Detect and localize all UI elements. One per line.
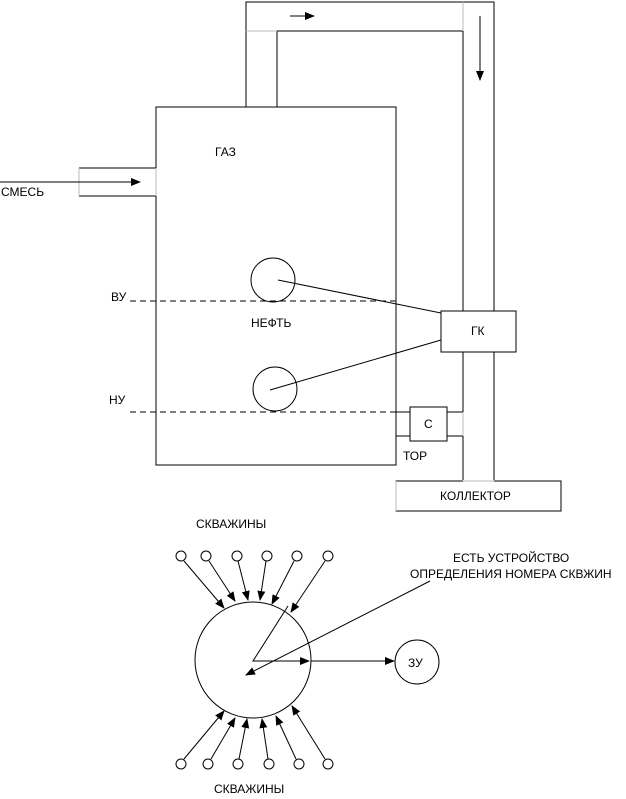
well-node [232,758,244,770]
zu-label: ЗУ [408,656,423,670]
well-node [175,758,187,770]
well-node [175,550,187,562]
well-node [261,550,273,562]
well-node [202,758,214,770]
lower-float-link [269,339,442,391]
well-node [322,550,334,562]
tor-label: ТОР [403,449,427,463]
well-node [293,758,305,770]
valve-box [409,406,448,442]
wells-bottom-label: СКВАЖИНЫ [214,782,284,796]
well-line [290,560,326,613]
well-line [237,560,250,601]
note-line1: ЕСТЬ УСТРОЙСТВО [453,550,569,565]
lower-float [252,366,298,412]
gas-pipe [245,1,495,480]
bottom-wells [175,705,334,770]
well-node [291,550,303,562]
well-line [271,560,295,605]
oil-label: НЕФТЬ [251,316,291,330]
gas-control-box [440,310,517,353]
note-arrow [245,580,431,676]
lower-level-label: НУ [109,393,126,407]
note-line2: ОПРЕДЕЛЕНИЯ НОМЕРА СКВЖИН [410,567,612,581]
wells-top-label: СКВАЖИНЫ [196,517,266,531]
well-node [231,550,243,562]
well-line [275,715,297,760]
valve-label: С [424,417,433,431]
switch-unit [194,601,312,719]
gas-label: ГАЗ [215,145,236,159]
zu-unit [394,639,440,685]
well-node [200,550,212,562]
upper-level-label: ВУ [111,290,127,304]
well-node [263,758,275,770]
mixture-label: СМЕСЬ [1,185,44,199]
well-line [257,560,267,601]
well-line [183,560,225,609]
upper-float-link [277,279,442,314]
top-wells [175,550,334,613]
collector-label: КОЛЛЕКТОР [440,489,511,503]
well-line [291,705,326,760]
gas-control-label: ГК [471,324,485,338]
well-line [259,718,269,760]
upper-float [250,257,296,303]
well-line [183,710,225,760]
well-line [238,718,250,760]
switch-pointer [252,605,308,662]
well-line [210,717,236,760]
separator-vessel [155,106,397,466]
well-node [322,758,334,770]
well-line [208,560,236,602]
